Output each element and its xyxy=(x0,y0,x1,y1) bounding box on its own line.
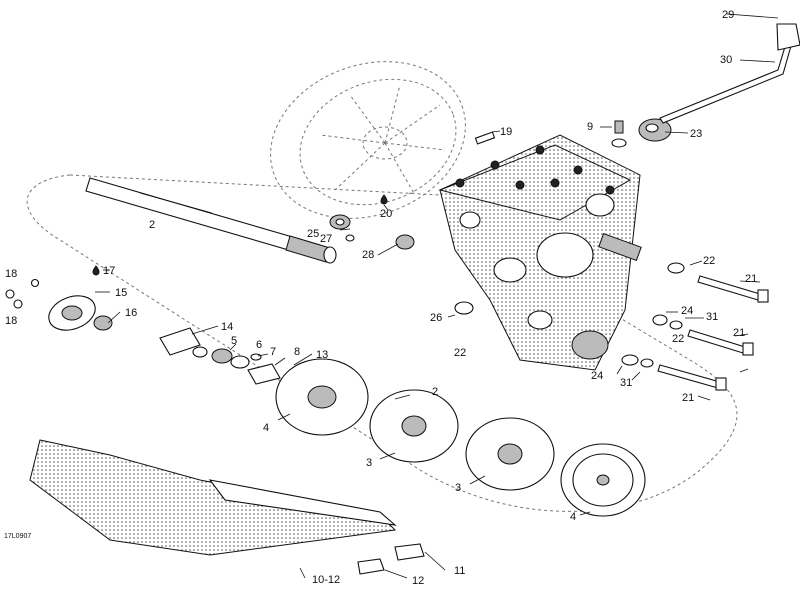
seal-28 xyxy=(395,234,415,250)
callout-30: 30 xyxy=(720,54,732,66)
drawing-code: 17L0907 xyxy=(4,533,31,540)
callout-29: 29 xyxy=(722,9,734,21)
callout-16: 16 xyxy=(125,307,137,319)
callout-25: 25 xyxy=(307,228,319,240)
chain-outline xyxy=(26,174,738,512)
callout-10-12: 10-12 xyxy=(312,574,340,586)
callout-2-shaft: 2 xyxy=(149,219,155,231)
callout-2-sprocket: 2 xyxy=(432,386,438,398)
callout-4-right: 4 xyxy=(570,511,576,523)
driven-pulley xyxy=(270,61,466,219)
callout-22-mid: 22 xyxy=(454,347,466,359)
callout-3-middle: 3 xyxy=(366,457,372,469)
callout-24-top: 24 xyxy=(681,305,693,317)
callout-12: 12 xyxy=(412,575,424,587)
drive-shaft xyxy=(85,177,337,264)
callout-8: 8 xyxy=(294,346,300,358)
callout-4-left: 4 xyxy=(263,422,269,434)
bushing-16 xyxy=(93,315,113,331)
sprocket-3-middle xyxy=(369,389,459,463)
callout-23: 23 xyxy=(690,128,702,140)
callout-20: 20 xyxy=(380,208,392,220)
callout-21-middle: 21 xyxy=(733,327,745,339)
leader-lines xyxy=(95,13,779,579)
callout-22-right: 22 xyxy=(672,333,684,345)
washers-5-8 xyxy=(192,346,281,385)
washers-22-24-31 xyxy=(454,262,685,368)
callout-28: 28 xyxy=(362,249,374,261)
callout-9: 9 xyxy=(587,121,593,133)
bearing-housing-15 xyxy=(48,295,96,331)
bearing-25-27 xyxy=(329,214,355,242)
callout-17: 17 xyxy=(103,265,115,277)
wheel-4-right xyxy=(560,443,646,517)
plug-9 xyxy=(611,120,627,148)
callout-21-top: 21 xyxy=(745,273,757,285)
boot-23 xyxy=(638,118,672,142)
gearbox-housing xyxy=(438,134,642,371)
callout-31-bottom: 31 xyxy=(620,377,632,389)
callout-26: 26 xyxy=(430,312,442,324)
key-19 xyxy=(474,131,496,145)
callout-19: 19 xyxy=(500,126,512,138)
callout-14: 14 xyxy=(221,321,233,333)
shift-lever-30 xyxy=(659,29,796,124)
grease-drop-icon xyxy=(92,265,100,276)
callout-18-bottom: 18 xyxy=(5,315,17,327)
callout-3-right: 3 xyxy=(455,482,461,494)
callout-18-top: 18 xyxy=(5,268,17,280)
callout-6: 6 xyxy=(256,339,262,351)
callout-21-bottom: 21 xyxy=(682,392,694,404)
callout-13: 13 xyxy=(316,349,328,361)
callout-5: 5 xyxy=(231,335,237,347)
grease-drop-icon xyxy=(380,194,388,205)
callout-31-top: 31 xyxy=(706,311,718,323)
sprocket-3-right xyxy=(465,417,555,491)
callout-11: 11 xyxy=(454,565,465,577)
callout-22-top: 22 xyxy=(703,255,715,267)
clips-11-12 xyxy=(357,543,425,575)
callout-27: 27 xyxy=(320,233,332,245)
track-10-12 xyxy=(29,439,397,556)
callout-labels: 29 30 19 9 23 20 2 25 27 28 18 17 15 18 … xyxy=(4,9,757,587)
plate-14 xyxy=(159,327,201,356)
callout-7: 7 xyxy=(270,346,276,358)
bolts-21 xyxy=(657,275,769,391)
callout-24-bottom: 24 xyxy=(591,370,603,382)
callout-15: 15 xyxy=(115,287,127,299)
knob-29 xyxy=(776,23,800,51)
sprocket-4-left xyxy=(275,358,369,436)
nuts-18 xyxy=(5,278,40,309)
